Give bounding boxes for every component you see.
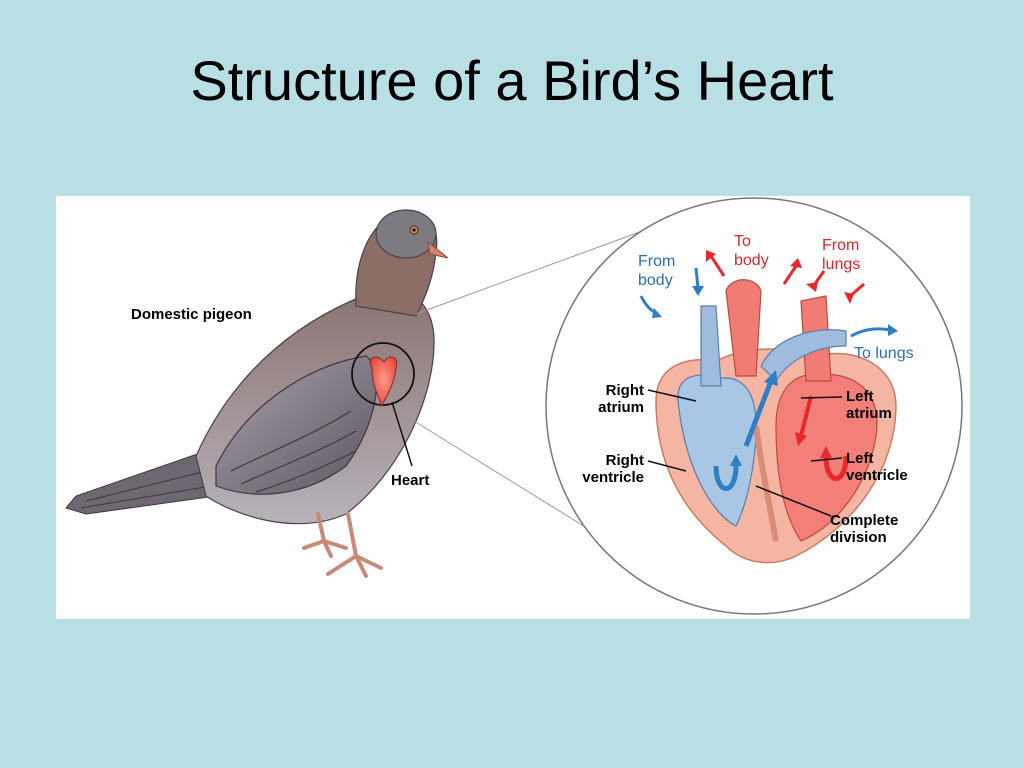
arrow-from-body-2 xyxy=(692,286,704,296)
arrow-to-lungs xyxy=(888,324,898,336)
label-left-ventricle: Left ventricle xyxy=(846,450,908,484)
label-right-ventricle: Right ventricle xyxy=(582,452,644,486)
arrow-to-body-2 xyxy=(790,258,802,268)
leader-left-atrium xyxy=(800,396,843,399)
pigeon-illustration xyxy=(65,209,449,578)
flow-label-from-lungs: From lungs xyxy=(822,237,861,273)
flow-label-from-body: From body xyxy=(638,253,676,289)
zoom-line-top xyxy=(415,225,657,315)
slide-title: Structure of a Bird’s Heart xyxy=(190,49,834,112)
label-domestic-pigeon: Domestic pigeon xyxy=(131,306,252,323)
leader-right-atrium xyxy=(647,389,697,402)
leader-left-ventricle xyxy=(810,457,843,462)
zoom-line-bottom xyxy=(413,420,617,547)
detailed-heart xyxy=(655,279,897,564)
label-right-atrium: Right atrium xyxy=(598,382,644,416)
flow-label-to-body: To body xyxy=(734,233,769,269)
leader-right-ventricle xyxy=(647,460,687,472)
leader-complete-division xyxy=(755,485,832,517)
flow-label-to-lungs: To lungs xyxy=(854,345,914,362)
arrow-to-body-1 xyxy=(706,250,716,262)
label-heart: Heart xyxy=(391,472,430,489)
label-left-atrium: Left atrium xyxy=(846,388,892,422)
heart-location-circle xyxy=(351,342,415,406)
figure-panel: Domestic pigeon Heart Right atrium Right… xyxy=(56,196,970,619)
label-complete-division: Complete division xyxy=(830,512,899,546)
heart-leader-line xyxy=(391,401,413,467)
arrow-from-body-1 xyxy=(652,308,662,318)
pigeon-heart xyxy=(370,356,398,408)
arrow-from-lungs-2 xyxy=(844,292,854,304)
arrow-from-lungs-1 xyxy=(806,282,818,292)
diagram-illustration xyxy=(65,197,963,615)
